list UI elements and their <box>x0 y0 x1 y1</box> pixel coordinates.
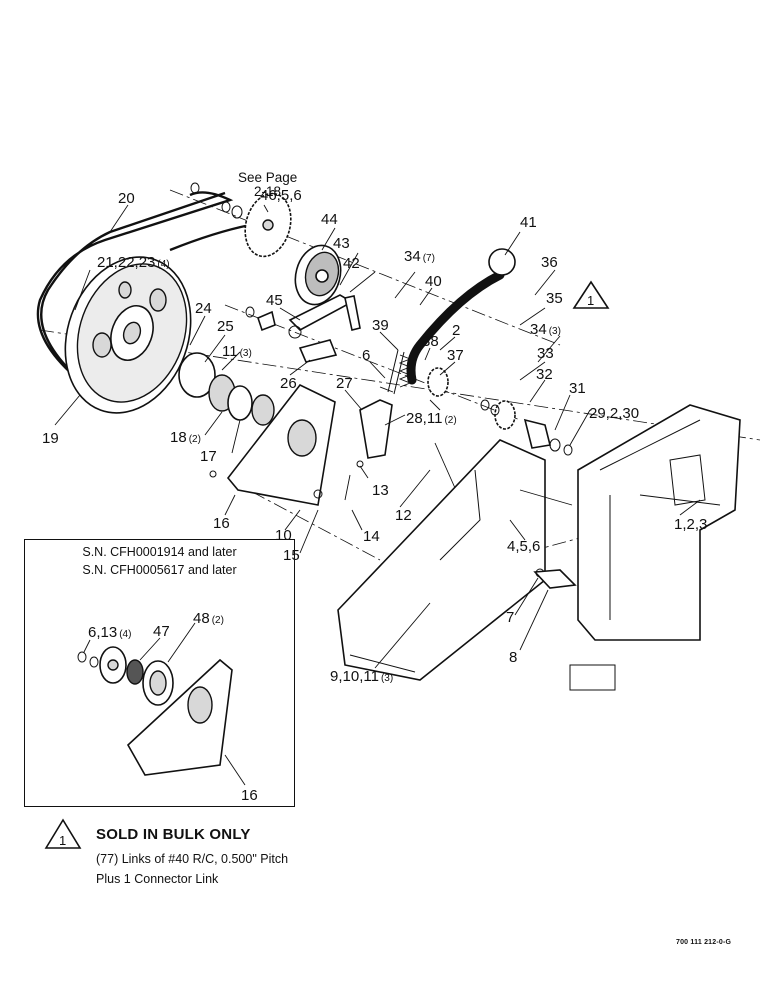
hardware <box>190 182 721 589</box>
callout-20: 20 <box>118 190 135 207</box>
frame-weldment <box>569 404 741 691</box>
callout-17: 17 <box>200 448 217 465</box>
callout-32: 32 <box>536 366 553 383</box>
inset-sn-line-2: S.N. CFH0005617 and later <box>82 563 237 577</box>
callout-4: 4,5,6 <box>507 538 540 555</box>
callout-40: 40 <box>425 273 442 290</box>
callout-27: 27 <box>336 375 353 392</box>
bulk-symbol-top <box>572 280 610 309</box>
callout-33: 33 <box>537 345 554 362</box>
inset-drawing: 6,13(4) 47 48(2) 16 <box>77 610 258 804</box>
callout-6: 6 <box>362 347 370 364</box>
callout-29: 29,2,30 <box>589 405 639 422</box>
callout-21: 21,22,23(4) <box>97 254 170 271</box>
callout-35: 35 <box>546 290 563 307</box>
callout-labels: See Page 2-18 20 46,5,6 44 41 43 21,22,2… <box>42 170 707 685</box>
callout-45: 45 <box>266 292 283 309</box>
callout-44: 44 <box>321 211 338 228</box>
lower-sprockets <box>427 367 573 456</box>
callout-12: 12 <box>395 507 412 524</box>
callout-25: 25 <box>217 318 234 335</box>
callout-15: 15 <box>283 547 300 564</box>
note-title: SOLD IN BULK ONLY <box>96 826 251 843</box>
note-symbol: 1 <box>44 818 82 849</box>
callout-1: 1,2,3 <box>674 516 707 533</box>
callout-14: 14 <box>363 528 380 545</box>
idler-arm <box>288 294 361 339</box>
idler-shaft <box>298 339 338 363</box>
serial-number-inset: S.N. CFH0001914 and later S.N. CFH000561… <box>24 539 295 807</box>
callout-9: 9,10,11(3) <box>330 668 393 685</box>
chain-link-detail <box>488 248 516 276</box>
idler-pulley <box>294 244 342 306</box>
tension-spring <box>387 349 412 395</box>
callout-11-a: 11(3) <box>222 343 252 360</box>
inset-callout-47: 47 <box>153 623 170 640</box>
upper-sprocket <box>221 192 292 258</box>
svg-text:1: 1 <box>59 833 66 848</box>
large-sheave <box>64 256 192 414</box>
callout-34-a: 34(7) <box>404 248 435 265</box>
callout-39: 39 <box>372 317 389 334</box>
callout-2: 2 <box>452 322 460 339</box>
callout-16: 16 <box>213 515 230 532</box>
inset-callout-16: 16 <box>241 787 258 804</box>
callout-19: 19 <box>42 430 59 447</box>
inset-callout-6: 6,13(4) <box>88 624 131 641</box>
callout-24: 24 <box>195 300 212 317</box>
callout-46: 46,5,6 <box>260 187 302 204</box>
see-page-number: 2-18 <box>254 184 281 199</box>
callout-34-b: 34(3) <box>530 321 561 338</box>
callout-7: 7 <box>506 609 514 626</box>
callout-26: 26 <box>280 375 297 392</box>
inset-sn-line-1: S.N. CFH0001914 and later <box>82 545 237 559</box>
triangle-1-top: 1 <box>587 293 594 308</box>
callout-42: 42 <box>343 255 360 272</box>
callout-38: 38 <box>422 333 439 350</box>
leader-lines <box>54 204 701 669</box>
callout-31: 31 <box>569 380 586 397</box>
callout-41: 41 <box>520 214 537 231</box>
note-line-1: (77) Links of #40 R/C, 0.500" Pitch <box>96 852 289 866</box>
spring-bracket <box>359 399 393 459</box>
callout-37: 37 <box>447 347 464 364</box>
see-page-label: See Page <box>238 170 297 185</box>
callout-36: 36 <box>541 254 558 271</box>
bearing-plate <box>226 383 336 506</box>
hub-bearings <box>178 352 275 426</box>
callout-8: 8 <box>509 649 517 666</box>
drive-belt <box>36 191 234 386</box>
callout-18: 18(2) <box>170 429 201 446</box>
note-line-2: Plus 1 Connector Link <box>96 872 219 886</box>
callout-13: 13 <box>372 482 389 499</box>
drive-chain <box>406 270 505 385</box>
side-panel <box>337 439 546 681</box>
callout-28: 28,11(2) <box>406 410 457 427</box>
document-code: 700 111 212-0-G <box>676 939 732 946</box>
callout-43: 43 <box>333 235 350 252</box>
inset-callout-48: 48(2) <box>193 610 224 627</box>
